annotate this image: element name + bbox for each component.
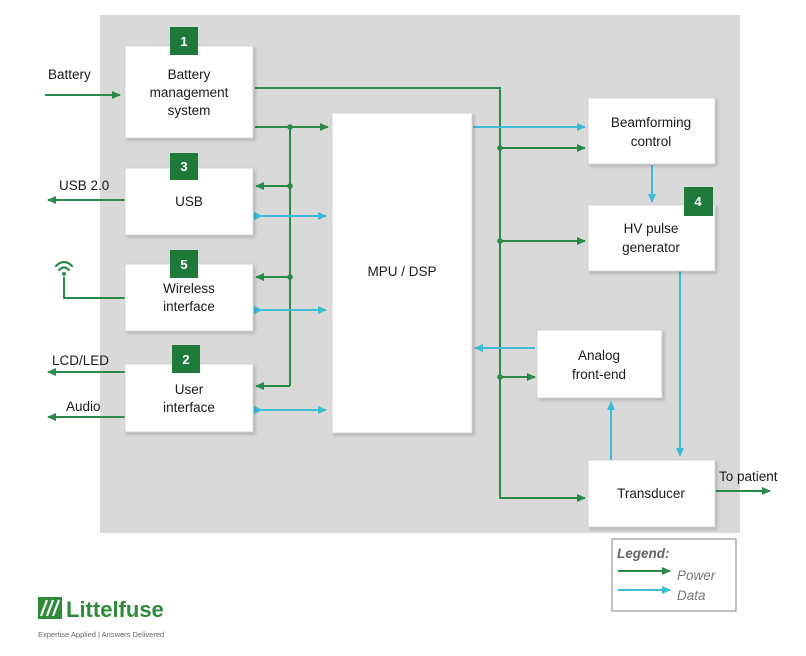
usb-2-label: USB 2.0 [59,178,109,193]
power-connections [45,87,771,502]
analog-label-line1: Analog [578,348,620,363]
wireless-label-line2: interface [163,299,215,314]
badge-2: 2 [172,345,200,373]
user-interface-label-line1: User [175,382,204,397]
beamforming-label-line2: control [631,134,672,149]
hv-pulse-label-line1: HV pulse [624,221,679,236]
beamforming-label-line1: Beamforming [611,115,691,130]
beamforming-control-block: Beamforming control [587,97,716,165]
legend-title: Legend: [617,546,670,561]
data-connections [254,123,684,460]
analog-front-end-block: Analog front-end [536,329,663,399]
badge-5-number: 5 [180,257,187,272]
badge-2-number: 2 [182,352,189,367]
mpu-dsp-label: MPU / DSP [367,264,436,279]
badge-1-number: 1 [180,34,187,49]
legend-data-label: Data [677,588,706,603]
legend-power-label: Power [677,568,716,583]
battery-label: Battery [48,67,91,82]
power-bus-right [255,87,586,502]
battery-management-label-line3: system [168,103,211,118]
mpu-dsp-block: MPU / DSP [331,112,473,434]
wifi-antenna-icon [54,260,74,276]
littelfuse-logo: Littelfuse Expertise Applied | Answers D… [38,597,164,639]
to-patient-label: To patient [719,469,778,484]
usb-label: USB [175,194,203,209]
wireless-label-line1: Wireless [163,281,215,296]
badge-1: 1 [170,27,198,55]
badge-3-number: 3 [180,159,187,174]
battery-management-label-line2: management [150,85,229,100]
littelfuse-logo-mark-icon [38,597,62,619]
legend: Legend: Power Data [611,538,737,612]
logo-tagline: Expertise Applied | Answers Delivered [38,630,164,639]
battery-management-label-line1: Battery [168,67,211,82]
antenna-feed-line [63,277,125,299]
badge-3: 3 [170,153,198,180]
battery-management-block: Battery management system [124,45,254,139]
usb-block: USB [124,167,254,236]
lcd-led-label: LCD/LED [52,353,109,368]
analog-label-line2: front-end [572,367,626,382]
logo-name: Littelfuse [66,597,164,622]
badge-5: 5 [170,250,198,278]
hv-pulse-label-line2: generator [622,240,680,255]
badge-4-number: 4 [694,194,702,209]
user-interface-label-line2: interface [163,400,215,415]
user-interface-block: User interface [124,363,254,433]
badge-4: 4 [684,187,713,216]
transducer-block: Transducer [587,459,716,528]
transducer-label: Transducer [617,486,685,501]
audio-label: Audio [66,399,101,414]
